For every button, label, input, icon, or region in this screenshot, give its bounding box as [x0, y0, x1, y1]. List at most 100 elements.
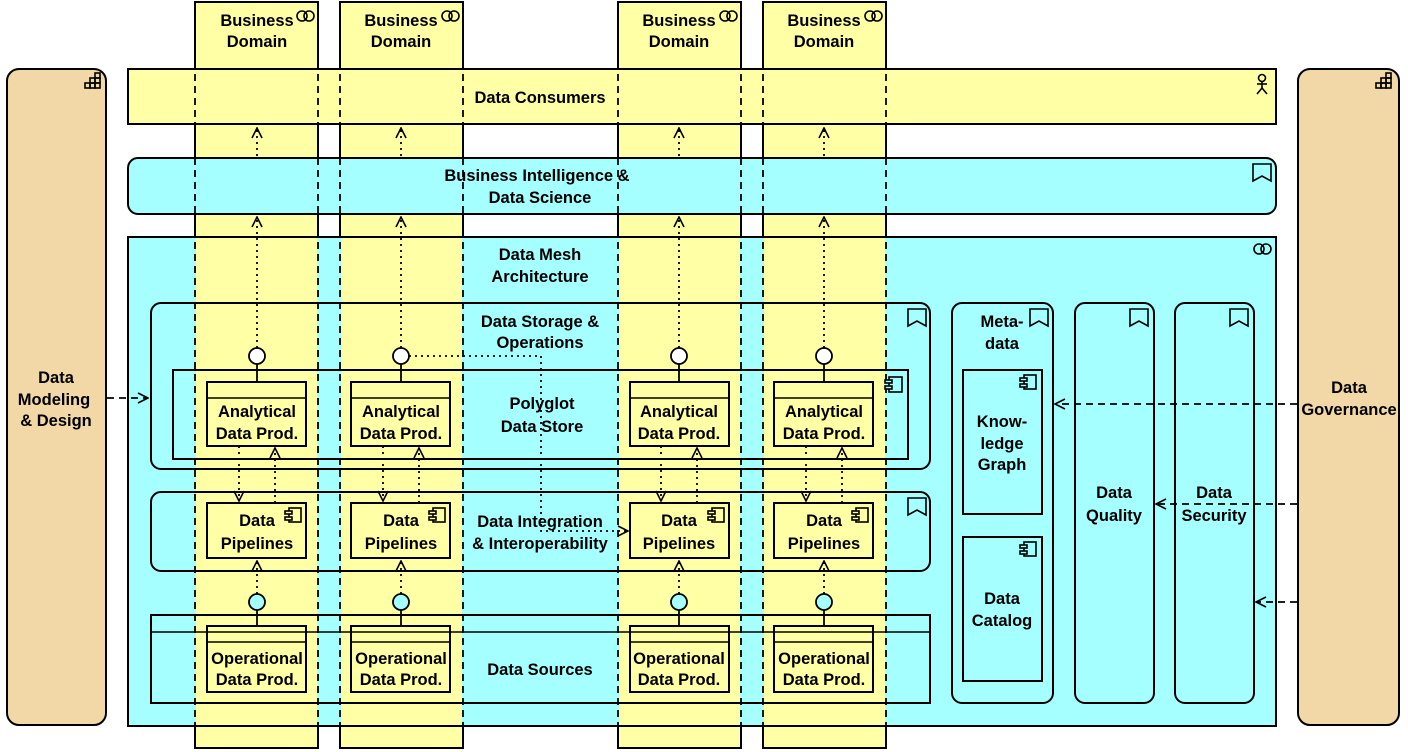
data-pipeline[interactable]: Data Pipelines [206, 502, 307, 559]
pipeline-line2: Pipelines [221, 535, 293, 553]
analytical-products: Analytical Data Prod. Analytical Data Pr… [206, 381, 874, 447]
operational-line1: Operational [778, 650, 870, 668]
analytical-product[interactable]: Analytical Data Prod. [206, 381, 307, 447]
operational-line1: Operational [211, 650, 303, 668]
operational-product[interactable]: Operational Data Prod. [206, 625, 307, 693]
component-icon [707, 507, 725, 523]
data-catalog-box[interactable]: Data Catalog [962, 536, 1043, 682]
data-integration-box[interactable]: Data Integration & Interoperability [150, 491, 931, 572]
polyglot-line2: Data Store [501, 418, 584, 436]
analytical-line2: Data Prod. [783, 425, 866, 443]
metadata-line1: Meta- [980, 313, 1023, 331]
domain-subtitle-4: Domain [794, 33, 855, 51]
analytical-line1: Analytical [640, 403, 718, 421]
interface-icon [670, 593, 688, 611]
operational-line1: Operational [355, 650, 447, 668]
domain-subtitle-2: Domain [371, 33, 432, 51]
domain-subtitle-3: Domain [649, 33, 710, 51]
security-line1: Data [1196, 484, 1233, 502]
influence-arrows [107, 398, 1297, 602]
operational-line1: Operational [633, 650, 725, 668]
business-domain-headers: Business Domain Business Domain Business… [220, 10, 883, 51]
collaboration-icon [719, 10, 738, 22]
business-domain-2[interactable]: Business Domain [364, 10, 460, 51]
kg-line1: Know- [977, 413, 1027, 431]
governance-line1: Data [1331, 379, 1368, 397]
analytical-line2: Data Prod. [216, 425, 299, 443]
data-pipeline[interactable]: Data Pipelines [350, 502, 451, 559]
analytical-line1: Analytical [785, 403, 863, 421]
analytical-product[interactable]: Analytical Data Prod. [773, 381, 874, 447]
capability-icon [1375, 72, 1392, 89]
pipeline-line1: Data [661, 512, 698, 530]
interface-icon [815, 347, 833, 365]
analytical-line2: Data Prod. [638, 425, 721, 443]
domain-title-4: Business [787, 12, 860, 30]
data-mesh-architecture-box[interactable]: Data Mesh Architecture [127, 236, 1277, 727]
governance-line2: Governance [1301, 401, 1396, 419]
business-domain-4[interactable]: Business Domain [787, 10, 883, 51]
component-icon [884, 376, 903, 393]
actor-icon [1256, 73, 1268, 95]
domain-subtitle-1: Domain [227, 33, 288, 51]
interface-icon [815, 593, 833, 611]
interface-icon [248, 347, 266, 365]
interface-icon [392, 593, 410, 611]
business-domain-3[interactable]: Business Domain [642, 10, 738, 51]
operational-product[interactable]: Operational Data Prod. [629, 625, 730, 693]
domain-title-1: Business [220, 12, 293, 30]
component-icon [851, 507, 869, 523]
operational-line2: Data Prod. [638, 671, 721, 689]
domain-title-2: Business [364, 12, 437, 30]
mesh-line1: Data Mesh [499, 246, 582, 264]
bi-data-science-box[interactable]: Business Intelligence & Data Science [127, 157, 1277, 215]
data-storage-operations-box[interactable]: Data Storage & Operations [150, 302, 931, 470]
collaboration-icon [441, 10, 460, 22]
component-icon [1019, 374, 1037, 390]
data-modeling-design-box[interactable]: Data Modeling & Design [6, 68, 107, 726]
domain-title-3: Business [642, 12, 715, 30]
catalog-line2: Catalog [972, 612, 1033, 630]
storage-line1: Data Storage & [481, 313, 599, 331]
metadata-box[interactable]: Meta- data [951, 302, 1054, 704]
service-icon [1029, 308, 1049, 328]
service-icon [1252, 163, 1272, 183]
data-sources-box[interactable]: Data Sources [150, 614, 931, 704]
bi-line1: Business Intelligence & [444, 167, 629, 185]
business-domain-1[interactable]: Business Domain [220, 10, 315, 51]
analytical-product[interactable]: Analytical Data Prod. [629, 381, 730, 447]
component-icon [1019, 541, 1037, 557]
operational-line2: Data Prod. [216, 671, 299, 689]
pipeline-line1: Data [239, 512, 276, 530]
analytical-line2: Data Prod. [360, 425, 443, 443]
polyglot-line1: Polyglot [509, 395, 575, 413]
interface-icon [392, 347, 410, 365]
component-icon [428, 507, 446, 523]
flow-arrows [239, 128, 842, 594]
kg-line3: Graph [978, 456, 1027, 474]
modeling-line2: Modeling [18, 391, 90, 409]
sources-label: Data Sources [487, 661, 592, 679]
capability-icon [84, 72, 101, 89]
knowledge-graph-box[interactable]: Know- ledge Graph [962, 369, 1043, 515]
metadata-line2: data [985, 335, 1020, 353]
interface-icon [248, 593, 266, 611]
data-pipelines: Data Pipelines Data Pipelines Data Pipel… [206, 502, 874, 559]
data-security-box[interactable] [1174, 302, 1255, 704]
data-quality-box[interactable]: Data Quality [1074, 302, 1155, 704]
service-icon [1229, 308, 1249, 328]
pipeline-line1: Data [806, 512, 843, 530]
kg-line2: ledge [980, 435, 1023, 453]
data-governance-box[interactable] [1297, 68, 1400, 726]
collaboration-icon [864, 10, 883, 22]
pipeline-line2: Pipelines [365, 535, 437, 553]
data-pipeline[interactable]: Data Pipelines [629, 502, 730, 559]
service-icon [1129, 308, 1149, 328]
data-consumers-box[interactable]: Data Consumers [127, 68, 1277, 125]
modeling-line1: Data [38, 369, 75, 387]
bi-line2: Data Science [489, 189, 592, 207]
analytical-product[interactable]: Analytical Data Prod. [350, 381, 451, 447]
interface-icon [670, 347, 688, 365]
data-pipeline[interactable]: Data Pipelines [773, 502, 874, 559]
